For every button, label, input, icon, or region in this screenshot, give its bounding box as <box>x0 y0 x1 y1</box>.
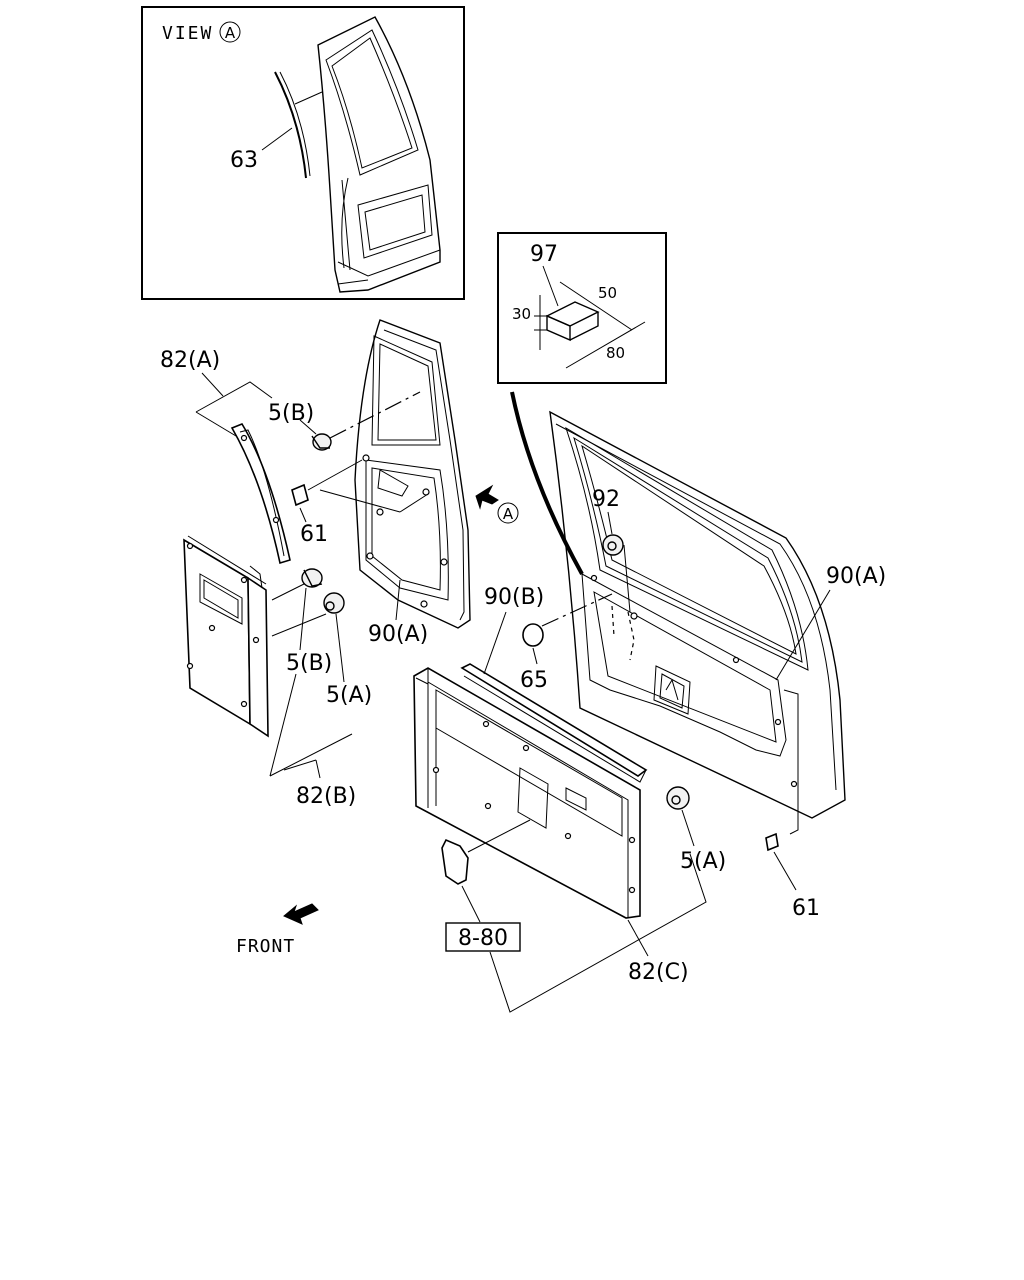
inset-spec-frame <box>497 232 667 384</box>
callout-5b-top: 5(B) <box>268 401 314 426</box>
clip-5a-left <box>323 592 345 614</box>
clip-5a-right <box>666 786 690 810</box>
callout-8-80: 8-80 <box>458 926 508 951</box>
callout-97: 97 <box>530 242 558 267</box>
callout-63: 63 <box>230 148 258 173</box>
callout-5a-right: 5(A) <box>680 849 726 874</box>
spec-dim-length: 80 <box>606 344 625 362</box>
part-82c-trim-panel <box>413 667 641 919</box>
inset-view-marker-circle <box>219 21 241 43</box>
callout-82b: 82(B) <box>296 784 356 809</box>
part-82a-pillar-trim <box>230 423 291 565</box>
inset-view-frame <box>141 6 465 300</box>
callout-61-left: 61 <box>300 522 328 547</box>
front-arrow-icon <box>283 903 319 925</box>
inset-view-title: VIEW <box>162 23 213 44</box>
trim-panel-handle-opening <box>517 767 549 829</box>
front-door-window <box>371 335 441 446</box>
callout-90b: 90(B) <box>484 585 544 610</box>
inset-view-a: VIEW A 63 <box>141 6 465 300</box>
callout-90a-left: 90(A) <box>368 622 428 647</box>
callout-82c: 82(C) <box>628 960 689 985</box>
inset-door-window <box>325 29 419 176</box>
plug-65 <box>522 623 544 647</box>
view-a-arrow: A <box>475 484 519 524</box>
callout-92: 92 <box>592 487 620 512</box>
rear-door-window <box>565 426 809 671</box>
spec-leader <box>510 391 584 575</box>
inset-door-panel <box>357 184 433 259</box>
rear-door-handle-recess <box>653 665 691 715</box>
front-label: FRONT <box>236 936 295 957</box>
clip-92 <box>602 534 624 556</box>
callout-82a: 82(A) <box>160 348 220 373</box>
clip-5b-top <box>311 433 332 451</box>
cap-8-80 <box>441 838 469 885</box>
front-door-frame <box>354 319 471 629</box>
pad-61-left <box>291 483 309 507</box>
pad-61-right <box>765 832 779 852</box>
front-door-inner-panel <box>365 459 449 601</box>
rear-door-inner-panel <box>581 573 787 757</box>
part-63-strip <box>274 71 307 179</box>
part-90b-strip <box>460 663 648 783</box>
inset-spec-97: 97 30 50 80 <box>497 232 667 384</box>
callout-90a-right: 90(A) <box>826 564 886 589</box>
callout-5b-mid: 5(B) <box>286 651 332 676</box>
callout-61-right: 61 <box>792 896 820 921</box>
spec-dim-width: 50 <box>598 284 617 302</box>
callout-8-80-box <box>445 922 521 952</box>
spec-dim-height: 30 <box>512 305 531 323</box>
view-a-marker: A <box>503 505 514 523</box>
front-arrow: FRONT <box>236 903 319 957</box>
part-82b-lower-panel <box>183 535 269 738</box>
callout-65: 65 <box>520 668 548 693</box>
inset-view-marker: A <box>225 24 236 42</box>
rear-door <box>549 410 846 835</box>
clip-5b-mid <box>301 568 323 588</box>
callout-5a-left: 5(A) <box>326 683 372 708</box>
inset-door-outline <box>317 16 441 293</box>
spec-block-top <box>545 301 600 327</box>
